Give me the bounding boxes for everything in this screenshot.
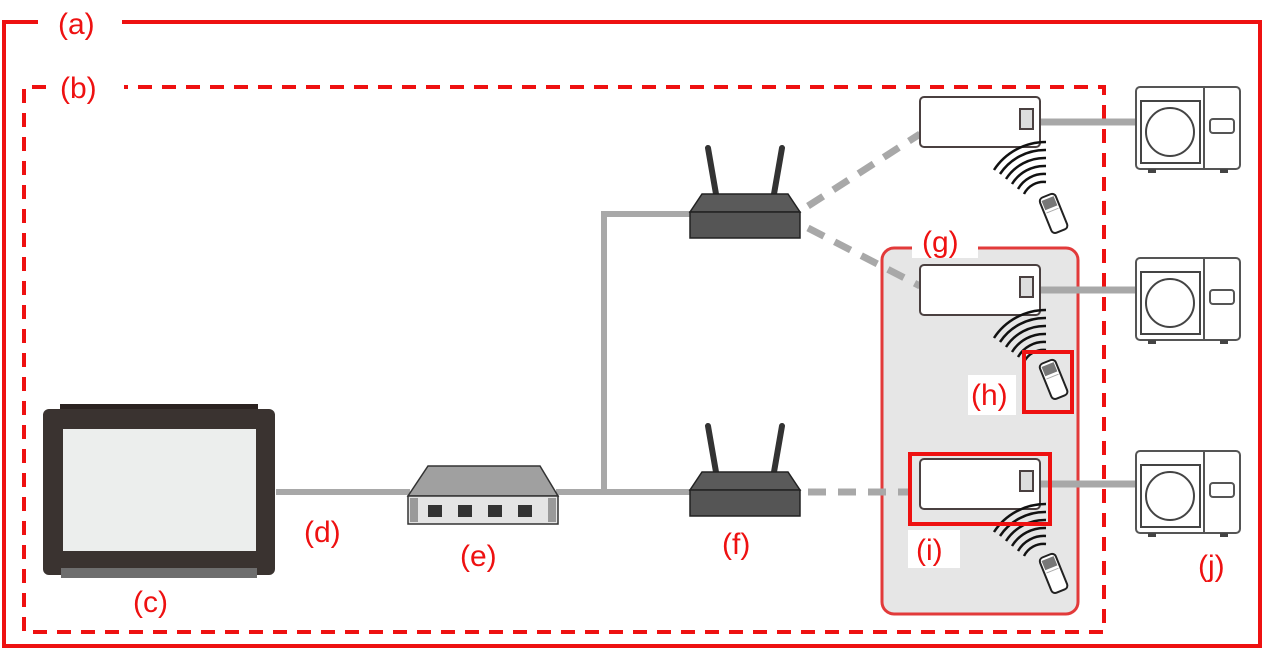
wireless-router-top[interactable] [690,148,800,238]
remote-highlight [1022,350,1074,414]
outdoor-unit[interactable] [1135,450,1241,538]
label-f: (f) [722,528,750,561]
indoor-unit[interactable] [919,458,1041,510]
touch-panel-display[interactable] [43,404,275,578]
ir-signal-icon [992,140,1048,196]
outdoor-unit-middle[interactable] [1135,257,1241,345]
refrigerant-pipes [1040,118,1138,488]
network-switch-hub[interactable] [406,465,560,525]
wireless-router[interactable] [690,426,800,516]
lan-cable [276,211,690,495]
label-j: (j) [1198,550,1225,583]
outer-boundary [2,20,1262,648]
label-h: (h) [971,379,1008,412]
label-g: (g) [922,226,959,259]
indoor-unit-highlight [908,452,1052,526]
label-a: (a) [58,8,95,41]
label-i: (i) [916,534,943,567]
network-boundary [22,85,1106,634]
remote-controller-top[interactable] [1037,191,1070,236]
wireless-links [806,131,922,496]
label-c: (c) [133,586,168,619]
indoor-unit-middle[interactable] [919,264,1041,316]
label-d: (d) [304,516,341,549]
indoor-unit-top[interactable] [919,96,1041,148]
label-e: (e) [460,540,497,573]
outdoor-unit-top[interactable] [1135,86,1241,174]
label-b: (b) [60,72,97,105]
